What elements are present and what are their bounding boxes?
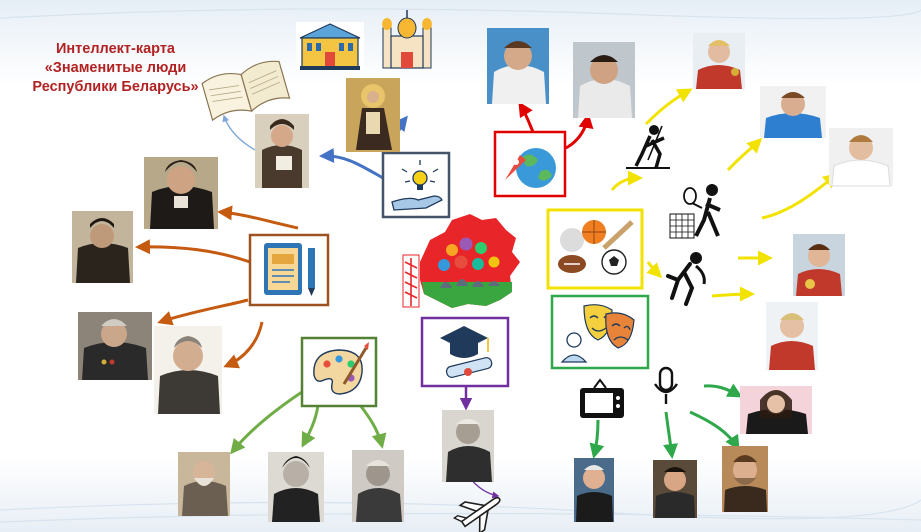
- education-portrait: [442, 410, 494, 482]
- science-portrait: [255, 114, 309, 188]
- microphone-icon: [654, 366, 678, 404]
- athlete-portrait-1: [693, 33, 745, 89]
- literature-arrow-2: [135, 239, 251, 264]
- art-portrait-2: [268, 452, 324, 522]
- church-icon: [382, 10, 432, 69]
- athlete-portrait-4: [793, 234, 845, 296]
- map-title-line-1: Интеллект-карта: [56, 41, 175, 57]
- literature-arrow-4: [223, 321, 264, 369]
- science-arrow-to-book: [222, 114, 256, 151]
- biathlon-icon: [626, 125, 670, 169]
- science-arrow-to-portrait: [319, 147, 384, 180]
- airplane-icon: [452, 496, 501, 532]
- culture-arrow-1: [589, 419, 605, 459]
- map-title-line-2: «Знаменитые люди: [44, 60, 187, 76]
- science-hub-icon: [381, 151, 451, 219]
- map-title-line-3: Республики Беларусь»: [32, 79, 199, 95]
- saint-icon-portrait: [346, 78, 400, 152]
- art-hub-icon: [300, 336, 378, 408]
- map-title: Интеллект-карта «Знаменитые люди Республ…: [18, 40, 213, 97]
- culture-hub-icon: [550, 294, 650, 370]
- athlete-portrait-3: [829, 128, 893, 187]
- book-icon: [201, 60, 291, 122]
- culture-arrow-4: [703, 383, 743, 398]
- art-connectors: [230, 390, 387, 455]
- tennis-icon: [669, 184, 721, 239]
- literature-portrait-2: [72, 211, 133, 283]
- cosmonaut-portrait-1: [487, 28, 549, 104]
- space-arrow-2: [565, 113, 594, 150]
- art-portrait-1: [178, 452, 230, 516]
- performer-portrait-2: [574, 458, 614, 522]
- tv-icon: [580, 378, 624, 418]
- culture-arrow-3: [689, 410, 740, 451]
- sport-arrow-1: [610, 170, 643, 191]
- space-arrow-1: [518, 101, 535, 133]
- literature-connectors: [135, 205, 299, 369]
- gymnastics-icon: [666, 252, 706, 306]
- sport-arrow-4: [761, 173, 839, 220]
- literature-hub-icon: [248, 233, 330, 307]
- sport-arrow-2: [644, 88, 693, 126]
- performer-portrait-3: [653, 460, 697, 518]
- sport-arrow-3: [726, 137, 763, 172]
- athlete-portrait-2: [760, 86, 826, 138]
- space-connectors: [518, 101, 594, 150]
- culture-connectors: [589, 383, 743, 459]
- art-arrow-2: [301, 404, 320, 448]
- art-arrow-1: [230, 390, 303, 455]
- culture-arrow-2: [663, 411, 678, 459]
- athlete-portrait-5: [766, 302, 818, 370]
- art-portrait-3: [352, 450, 404, 522]
- literature-portrait-1: [144, 157, 218, 229]
- sport-arrow-7: [646, 261, 663, 279]
- sport-arrow-6: [711, 286, 755, 302]
- cosmonaut-portrait-2: [573, 42, 635, 118]
- belarus-map-with-people-icon: [402, 214, 520, 308]
- space-hub-icon: [493, 130, 567, 198]
- university-icon: [296, 22, 364, 70]
- literature-portrait-3: [78, 312, 152, 380]
- performer-portrait-1: [740, 386, 812, 434]
- background-decoration: [0, 6, 921, 523]
- sport-hub-icon: [546, 208, 644, 290]
- literature-arrow-1: [217, 205, 299, 230]
- education-hub-icon: [420, 316, 510, 388]
- art-arrow-3: [358, 404, 387, 449]
- performer-portrait-4: [722, 446, 768, 512]
- literature-arrow-3: [157, 298, 249, 326]
- literature-portrait-4: [154, 326, 222, 414]
